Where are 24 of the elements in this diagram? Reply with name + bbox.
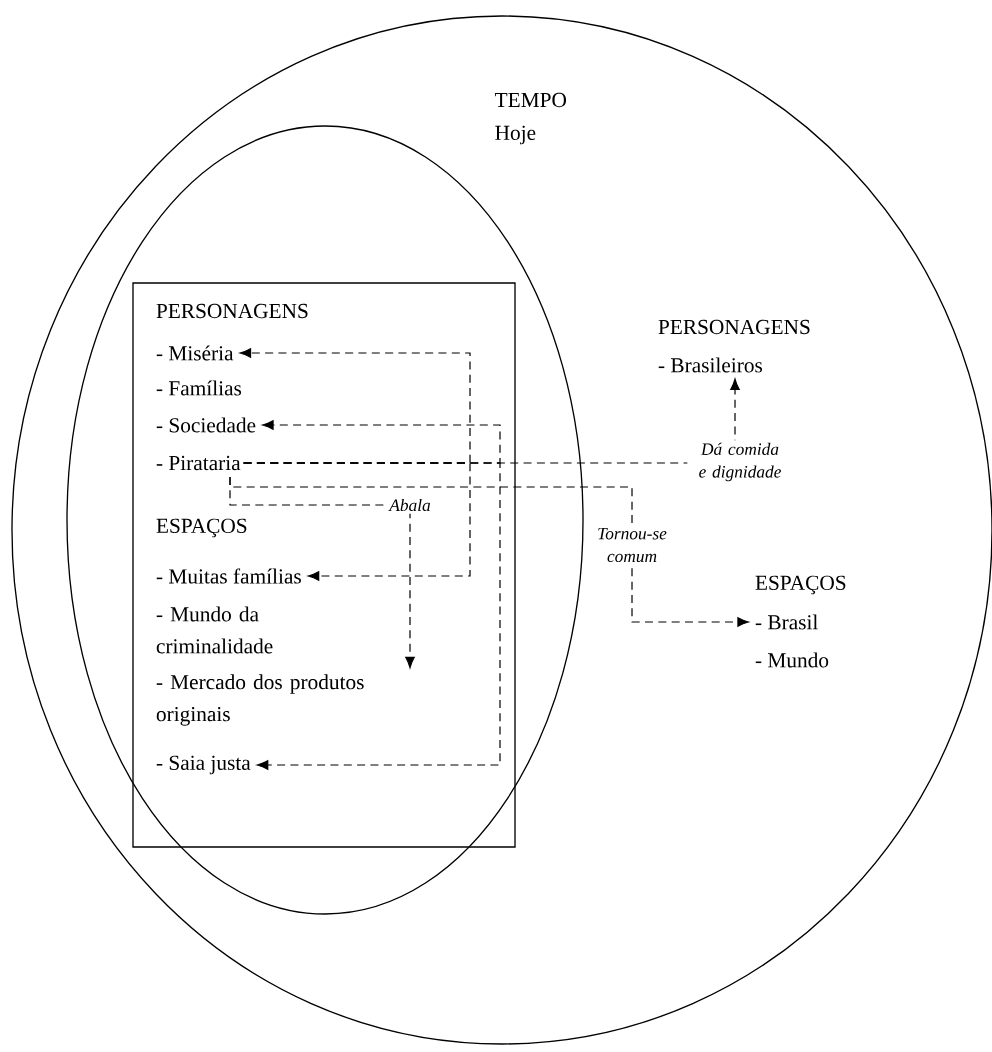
item-text: - Famílias xyxy=(156,380,242,396)
heading-text: ESPAÇOS xyxy=(156,518,247,538)
item-text: - Brasileiros xyxy=(658,357,763,373)
heading-text: PERSONAGENS xyxy=(156,303,308,319)
item-text: - Muitas famílias xyxy=(156,568,301,584)
dashed-arrow xyxy=(229,476,749,627)
item-text: - Sociedade xyxy=(156,417,256,433)
heading-text: PERSONAGENS xyxy=(658,319,810,335)
box-outline xyxy=(132,282,516,848)
item-text: - Saia justa xyxy=(156,755,251,775)
heading-text: TEMPO xyxy=(495,92,567,108)
item-text: - Mundo da criminalidade xyxy=(156,606,273,654)
heading-text: Hoje xyxy=(495,125,536,145)
edge-label: Tornou-se comum xyxy=(586,525,678,565)
item-text: - Brasil xyxy=(755,614,818,630)
item-text: - Pirataria xyxy=(156,455,241,471)
edge-label: Dá comida e dignidade xyxy=(687,440,793,484)
item-text: - Miséria xyxy=(156,345,234,361)
item-text: - Mercado dos produtos originais xyxy=(156,674,364,726)
ellipse-outline xyxy=(66,125,584,915)
edge-label: Abala xyxy=(386,496,434,514)
item-text: - Mundo xyxy=(755,652,829,668)
dashed-arrow xyxy=(242,378,740,464)
heading-text: ESPAÇOS xyxy=(755,575,846,595)
